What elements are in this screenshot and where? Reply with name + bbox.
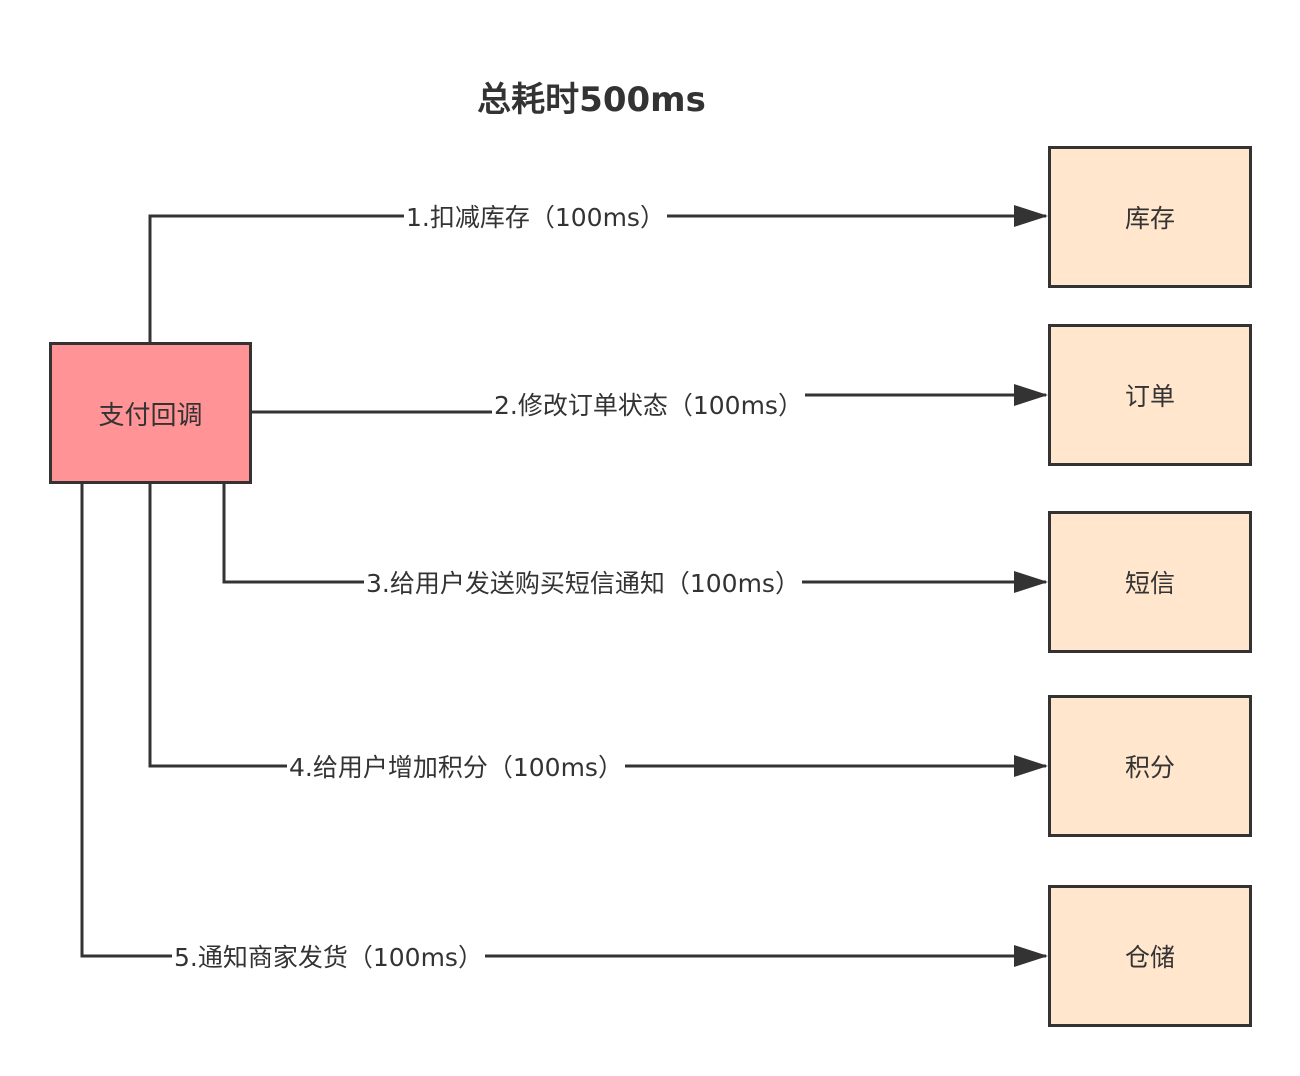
target-node-sms[interactable]: 短信: [1048, 511, 1252, 653]
edge-4-label: 4.给用户增加积分（100ms）: [287, 753, 625, 783]
edge-3-line: [222, 484, 1048, 593]
edge-5-label: 5.通知商家发货（100ms）: [172, 943, 485, 973]
source-node-payment-callback[interactable]: 支付回调: [49, 342, 252, 484]
edge-1-label: 1.扣减库存（100ms）: [404, 203, 667, 233]
edge-4-line: [148, 484, 1048, 777]
target-node-stock[interactable]: 库存: [1048, 146, 1252, 288]
target-node-points[interactable]: 积分: [1048, 695, 1252, 837]
edge-5-line: [80, 484, 1048, 967]
diagram-title: 总耗时500ms: [477, 80, 706, 120]
target-node-warehouse[interactable]: 仓储: [1048, 885, 1252, 1027]
edge-2-label: 2.修改订单状态（100ms）: [492, 391, 805, 421]
edge-3-label: 3.给用户发送购买短信通知（100ms）: [364, 569, 802, 599]
target-node-order[interactable]: 订单: [1048, 324, 1252, 466]
edge-1-line: [148, 205, 1048, 342]
